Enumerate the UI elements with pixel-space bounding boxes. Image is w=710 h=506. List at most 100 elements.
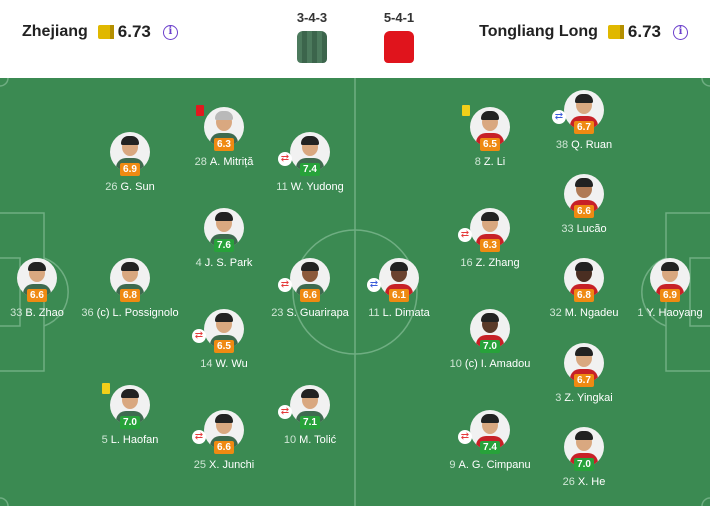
player-card[interactable]: 6.8 36(c) L. Possignolo <box>70 258 190 348</box>
player-rating: 6.6 <box>300 289 320 302</box>
info-icon[interactable]: i <box>162 24 178 40</box>
player-number: 14 <box>200 358 213 370</box>
info-icon[interactable]: i <box>673 24 688 40</box>
player-name: S. Guarirapa <box>286 307 349 319</box>
player-rating: 6.5 <box>214 340 234 353</box>
player-number: 23 <box>271 307 284 319</box>
player-rating: 6.8 <box>120 289 140 302</box>
player-name: Z. Zhang <box>475 257 520 269</box>
player-rating: 7.6 <box>214 239 234 252</box>
player-number: 36 <box>81 307 94 319</box>
yellow-card-icon <box>462 105 470 116</box>
player-name: B. Zhao <box>25 307 64 319</box>
player-number: 32 <box>549 307 562 319</box>
substitution-out-icon: ⇄ <box>192 329 206 343</box>
player-number: 28 <box>194 156 207 168</box>
player-name: J. S. Park <box>204 257 253 269</box>
player-rating: 6.8 <box>574 289 594 302</box>
player-number: 8 <box>474 156 481 168</box>
player-name: W. Yudong <box>290 181 344 193</box>
player-name: (c) L. Possignolo <box>96 307 179 319</box>
player-card[interactable]: 7.0 10(c) I. Amadou <box>430 309 550 399</box>
player-rating: 6.7 <box>574 121 594 134</box>
player-name: A. G. Cimpanu <box>458 459 531 471</box>
player-name: M. Ngadeu <box>564 307 619 319</box>
player-rating: 6.5 <box>480 138 500 151</box>
player-name: M. Tolić <box>299 434 337 446</box>
player-name: L. Dimata <box>382 307 430 319</box>
player-name: Z. Li <box>483 156 506 168</box>
red-card-icon <box>196 105 204 116</box>
substitution-out-icon: ⇄ <box>278 405 292 419</box>
player-name: Q. Ruan <box>571 139 613 151</box>
player-rating: 7.0 <box>574 458 594 471</box>
player-number: 33 <box>561 223 574 235</box>
player-name: Z. Yingkai <box>564 392 613 404</box>
player-rating: 6.9 <box>660 289 680 302</box>
player-number: 10 <box>283 434 297 446</box>
player-name: G. Sun <box>120 181 155 193</box>
player-rating: 6.6 <box>214 441 234 454</box>
player-name: X. He <box>577 476 606 488</box>
player-number: 11 <box>368 307 380 319</box>
player-rating: 7.1 <box>300 416 320 429</box>
player-rating: 7.0 <box>120 416 140 429</box>
player-number: 11 <box>276 181 288 193</box>
player-rating: 7.0 <box>480 340 500 353</box>
substitution-out-icon: ⇄ <box>458 430 472 444</box>
player-number: 26 <box>562 476 575 488</box>
player-name-label: 36(c) L. Possignolo <box>70 307 190 319</box>
player-number: 1 <box>637 307 644 319</box>
player-name: L. Haofan <box>110 434 159 446</box>
substitution-out-icon: ⇄ <box>458 228 472 242</box>
player-rating: 7.4 <box>480 441 500 454</box>
away-team-summary[interactable]: Tongliang Long 6.73 i <box>479 22 688 42</box>
substitution-in-icon: ⇄ <box>552 110 566 124</box>
home-team-summary[interactable]: Zhejiang 6.73 i <box>22 22 178 42</box>
away-team-name: Tongliang Long <box>479 23 598 40</box>
player-name: Lucão <box>576 223 607 235</box>
player-name: W. Wu <box>215 358 248 370</box>
player-number: 3 <box>555 392 562 404</box>
substitution-out-icon: ⇄ <box>278 278 292 292</box>
player-rating: 6.3 <box>480 239 500 252</box>
player-rating: 6.1 <box>389 289 409 302</box>
player-number: 25 <box>193 459 206 471</box>
player-rating: 6.6 <box>27 289 47 302</box>
player-name: (c) I. Amadou <box>464 358 531 370</box>
home-team-rating: 6.73 <box>117 22 151 41</box>
away-formation-label: 5-4-1 <box>383 10 415 25</box>
player-rating: 6.3 <box>214 138 234 151</box>
player-number: 16 <box>460 257 473 269</box>
